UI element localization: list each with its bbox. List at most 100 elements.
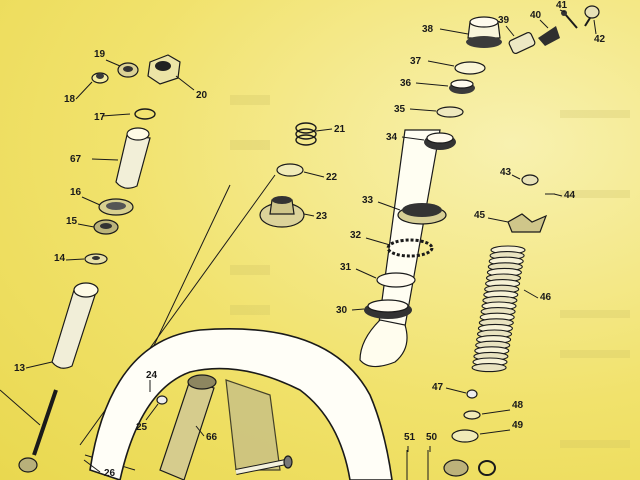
cup-part-34 xyxy=(424,132,456,150)
leader-line-49 xyxy=(479,429,511,435)
bearing-part-16 xyxy=(98,198,134,216)
part-label-50: 50 xyxy=(426,432,438,443)
leader-line-39 xyxy=(505,25,515,37)
bearing-balls-part-32 xyxy=(386,238,434,258)
part-label-47: 47 xyxy=(432,382,444,393)
part-label-23: 23 xyxy=(316,211,328,222)
part-label-40: 40 xyxy=(530,10,542,21)
slider-part-66 xyxy=(159,374,281,480)
part-label-46: 46 xyxy=(540,292,552,303)
show-through-text xyxy=(230,95,630,448)
part-label-39: 39 xyxy=(498,15,510,26)
leader-line-34 xyxy=(401,136,425,141)
leader-line-26 xyxy=(83,459,101,473)
damper-rod xyxy=(18,389,58,473)
part-label-25: 25 xyxy=(136,422,148,433)
cup-part-33 xyxy=(397,203,447,225)
part-label-17: 17 xyxy=(94,112,106,123)
leader-line-44 xyxy=(553,193,563,197)
leader-line-23 xyxy=(303,213,315,217)
leader-line-31 xyxy=(355,268,377,279)
part-label-36: 36 xyxy=(400,78,412,89)
leader-line-37 xyxy=(427,60,455,67)
leader-line-19 xyxy=(105,59,121,67)
part-label-20: 20 xyxy=(196,90,208,101)
cone-part-31 xyxy=(376,272,416,288)
wing-nut-part-45 xyxy=(507,213,548,233)
nut-part-43 xyxy=(521,174,539,186)
nut-part-38 xyxy=(466,16,502,48)
part-label-37: 37 xyxy=(410,56,422,67)
part-labels: 1718192067161514132122232425266638373635… xyxy=(14,0,606,479)
leader-line-36 xyxy=(415,82,449,87)
cap-nut-part-20 xyxy=(147,54,181,85)
leader-line-30 xyxy=(351,308,365,311)
bushing-part-18 xyxy=(91,72,109,84)
leader-line-46 xyxy=(523,289,539,299)
part-label-42: 42 xyxy=(594,34,606,45)
part-label-26: 26 xyxy=(104,468,116,479)
part-label-35: 35 xyxy=(394,104,406,115)
leader-line-22 xyxy=(303,171,325,178)
part-label-48: 48 xyxy=(512,400,524,411)
fork-tube-part-13 xyxy=(51,282,99,369)
part-label-18: 18 xyxy=(64,94,76,105)
washer-part-49 xyxy=(451,429,479,443)
seal-part-15 xyxy=(93,219,119,235)
part-label-34: 34 xyxy=(386,132,398,143)
axle xyxy=(235,455,293,475)
clamp-part-39 xyxy=(508,31,536,55)
leader-line-13 xyxy=(25,361,53,369)
leader-line-15 xyxy=(77,223,95,228)
ring-part-37 xyxy=(454,61,486,75)
leader-line-18 xyxy=(75,81,93,100)
leader-line-38 xyxy=(439,28,469,35)
part-label-32: 32 xyxy=(350,230,362,241)
part-label-44: 44 xyxy=(564,190,576,201)
part-label-67: 67 xyxy=(70,154,82,165)
leader-line-43 xyxy=(511,174,521,180)
part-label-15: 15 xyxy=(66,216,78,227)
part-label-43: 43 xyxy=(500,167,512,178)
leader-line-45 xyxy=(487,217,509,223)
fitting-part-23 xyxy=(259,196,305,228)
part-label-22: 22 xyxy=(326,172,338,183)
stem-base xyxy=(359,319,408,368)
leader-line-41 xyxy=(559,9,566,13)
washer-part-22 xyxy=(276,163,304,177)
leader-line-32 xyxy=(365,237,391,246)
part-label-66: 66 xyxy=(206,432,218,443)
part-label-13: 13 xyxy=(14,363,26,374)
part-label-49: 49 xyxy=(512,420,524,431)
leader-line-42 xyxy=(593,19,597,35)
leader-line-25 xyxy=(145,403,159,421)
leader-line-48 xyxy=(481,409,511,415)
leader-line-47 xyxy=(445,387,467,394)
washer-part-25 xyxy=(156,395,168,405)
leader-line-40 xyxy=(539,19,549,29)
lever-part-40 xyxy=(538,26,560,46)
ring-part-17 xyxy=(134,108,156,120)
spring-part-21 xyxy=(295,122,317,146)
part-label-24: 24 xyxy=(146,370,158,381)
tube-part-67 xyxy=(115,127,151,189)
nut-part-19 xyxy=(117,62,139,78)
left-fork-assembly xyxy=(18,54,393,480)
cup-part-30 xyxy=(364,299,412,319)
leader-line-66 xyxy=(195,425,205,437)
part-label-33: 33 xyxy=(362,195,374,206)
leader-line-21 xyxy=(315,128,333,132)
part-label-14: 14 xyxy=(54,253,66,264)
part-label-30: 30 xyxy=(336,305,348,316)
screw-part-41 xyxy=(561,10,578,29)
cone-part-36 xyxy=(449,79,475,94)
part-label-19: 19 xyxy=(94,49,106,60)
right-top-parts xyxy=(508,5,600,55)
part-label-45: 45 xyxy=(474,210,486,221)
steering-column-assembly xyxy=(359,16,502,368)
leader-line-33 xyxy=(377,201,401,211)
leader-line-16 xyxy=(81,196,101,206)
leader-line-14 xyxy=(65,258,85,261)
washer-part-47 xyxy=(466,389,478,399)
